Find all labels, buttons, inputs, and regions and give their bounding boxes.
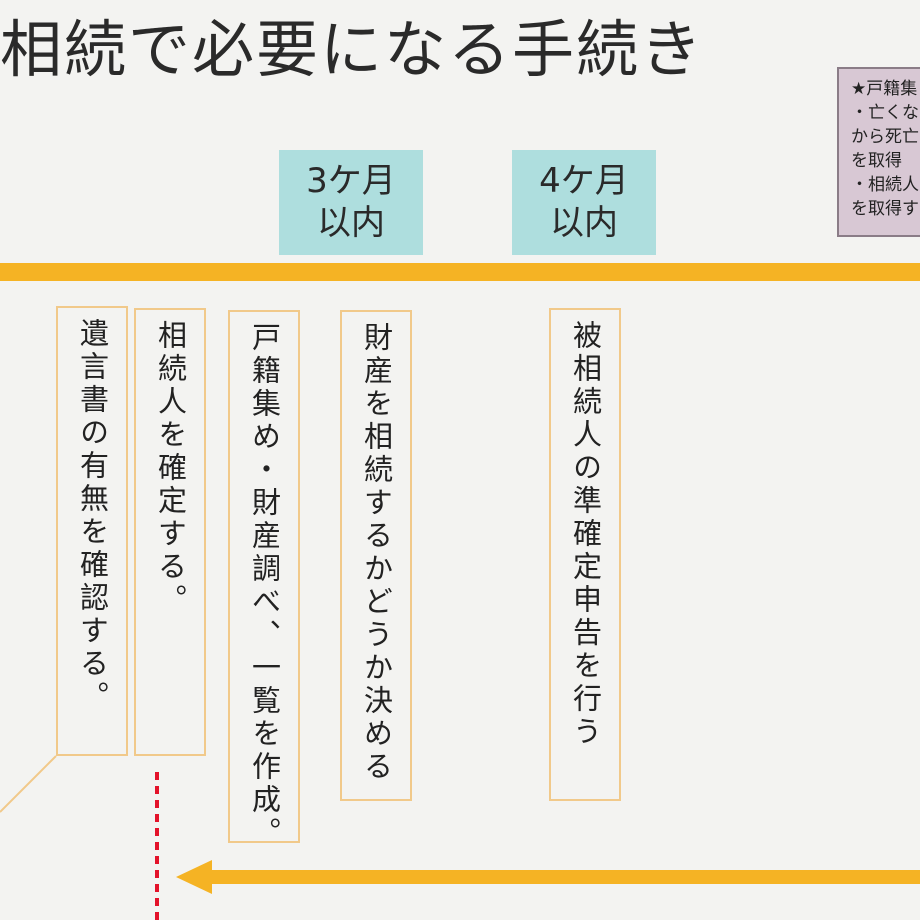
connector-line [0,755,57,813]
arrow-left-icon [176,860,212,894]
step-decide-inheritance: 財産を相続するかどうか決める [340,310,412,801]
step-text: 被相続人の準確定申告を行う [568,320,603,749]
step-tax-return: 被相続人の準確定申告を行う [549,308,621,801]
period-label: 以内 [550,203,618,243]
step-text: 遺言書の有無を確認する。 [75,318,110,714]
page-title: 相続で必要になる手続き [0,13,705,86]
period-label: 以内 [317,203,385,243]
step-text: 財産を相続するかどうか決める [359,322,394,784]
step-confirm-heirs: 相続人を確定する。 [134,308,206,756]
arrow-shaft [200,870,920,884]
note-box: ★戸籍集 ・亡くな から死亡 を取得 ・相続人 を取得す [837,67,920,237]
note-line: から死亡 [851,127,919,147]
timeline-bar [0,263,920,281]
period-3-months: 3ケ月 以内 [279,150,423,255]
period-label: 4ケ月 [539,161,629,201]
note-line: を取得す [851,199,919,219]
step-text: 戸籍集め・財産調べ、一覧を作成。 [247,322,282,850]
period-4-months: 4ケ月 以内 [512,150,656,255]
step-gather-records: 戸籍集め・財産調べ、一覧を作成。 [228,310,300,850]
note-line: ・亡くな [851,103,919,123]
step-text: 相続人を確定する。 [153,320,188,617]
note-line: ・相続人 [851,175,919,195]
note-line: ★戸籍集 [851,79,918,99]
note-line: を取得 [851,151,902,171]
period-label: 3ケ月 [306,161,396,201]
step-check-will: 遺言書の有無を確認する。 [56,306,128,756]
